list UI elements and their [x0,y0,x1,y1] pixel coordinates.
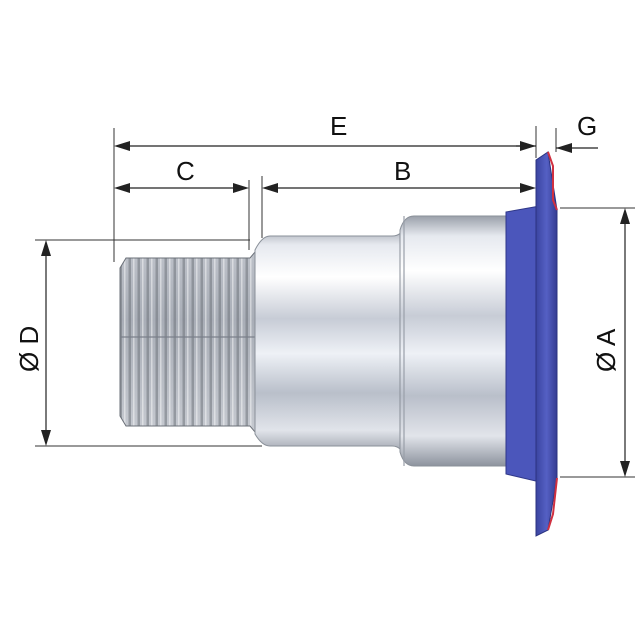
threaded-end [119,250,256,434]
flange [505,151,558,537]
dimension-d [41,240,51,446]
label-g: G [577,111,597,141]
dimension-a [620,208,630,477]
label-d: Ø D [14,326,44,372]
dimension-g [516,143,598,153]
dimension-e [114,141,536,151]
label-a: Ø A [591,328,621,372]
label-e: E [330,111,347,141]
dimension-c [114,183,249,193]
label-c: C [176,156,195,186]
extension-lines [35,126,635,478]
body-large-cylinder [399,215,509,467]
body-small-cylinder [254,225,405,459]
label-b: B [394,156,411,186]
dimension-b [262,183,536,193]
